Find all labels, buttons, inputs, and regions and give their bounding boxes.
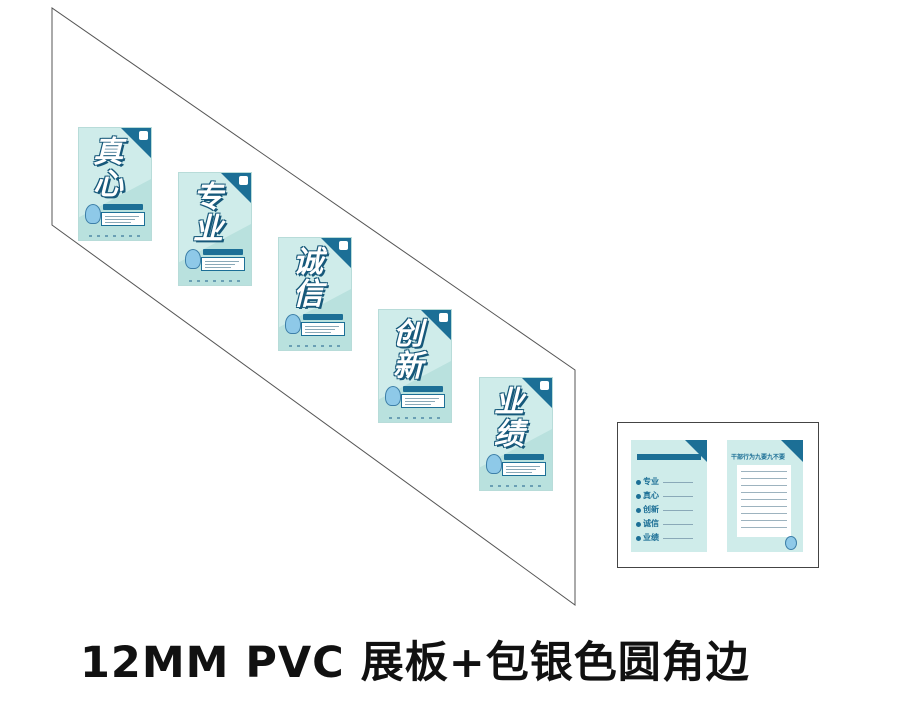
value-item: 专业 [643, 477, 659, 486]
mascot-icon [285, 314, 301, 334]
stair-panel-2: 专 业 [179, 173, 251, 285]
value-item: 真心 [643, 491, 659, 500]
panel-char-bottom: 业 [193, 212, 223, 247]
stair-panel-4: 创 新 [379, 310, 451, 422]
mascot-icon [85, 204, 101, 224]
logo-icon [239, 176, 248, 185]
panel-char-bottom: 信 [293, 277, 323, 312]
product-caption: 12MM PVC 展板+包银色圆角边 [80, 638, 750, 688]
panel-char-bottom: 新 [393, 349, 423, 384]
value-item: 创新 [643, 505, 659, 514]
rules-title: 干部行为九要九不要 [731, 454, 786, 461]
logo-icon [540, 381, 549, 390]
sample-panels-frame: 专业 真心 创新 诚信 业绩 干部行为九要九不要 [617, 422, 819, 568]
panel-char-top: 创 [393, 317, 423, 352]
panel-char-bottom: 绩 [494, 417, 524, 452]
panel-char-top: 专 [193, 180, 223, 215]
value-item: 诚信 [643, 519, 659, 528]
logo-icon [439, 313, 448, 322]
panel-char-bottom: 心 [93, 167, 123, 202]
stair-panel-1: 真 心 [79, 128, 151, 240]
panel-char-top: 诚 [293, 245, 323, 280]
panel-char-top: 业 [494, 385, 524, 420]
logo-icon [139, 131, 148, 140]
sample-panel-values: 专业 真心 创新 诚信 业绩 [631, 440, 707, 552]
logo-icon [339, 241, 348, 250]
value-item: 业绩 [643, 533, 659, 542]
stair-panel-3: 诚 信 [279, 238, 351, 350]
mascot-icon [785, 536, 797, 550]
sample-panel-rules: 干部行为九要九不要 [727, 440, 803, 552]
mascot-icon [385, 386, 401, 406]
mascot-icon [185, 249, 201, 269]
stair-panel-5: 业 绩 [480, 378, 552, 490]
panel-char-top: 真 [93, 135, 123, 170]
mascot-icon [486, 454, 502, 474]
